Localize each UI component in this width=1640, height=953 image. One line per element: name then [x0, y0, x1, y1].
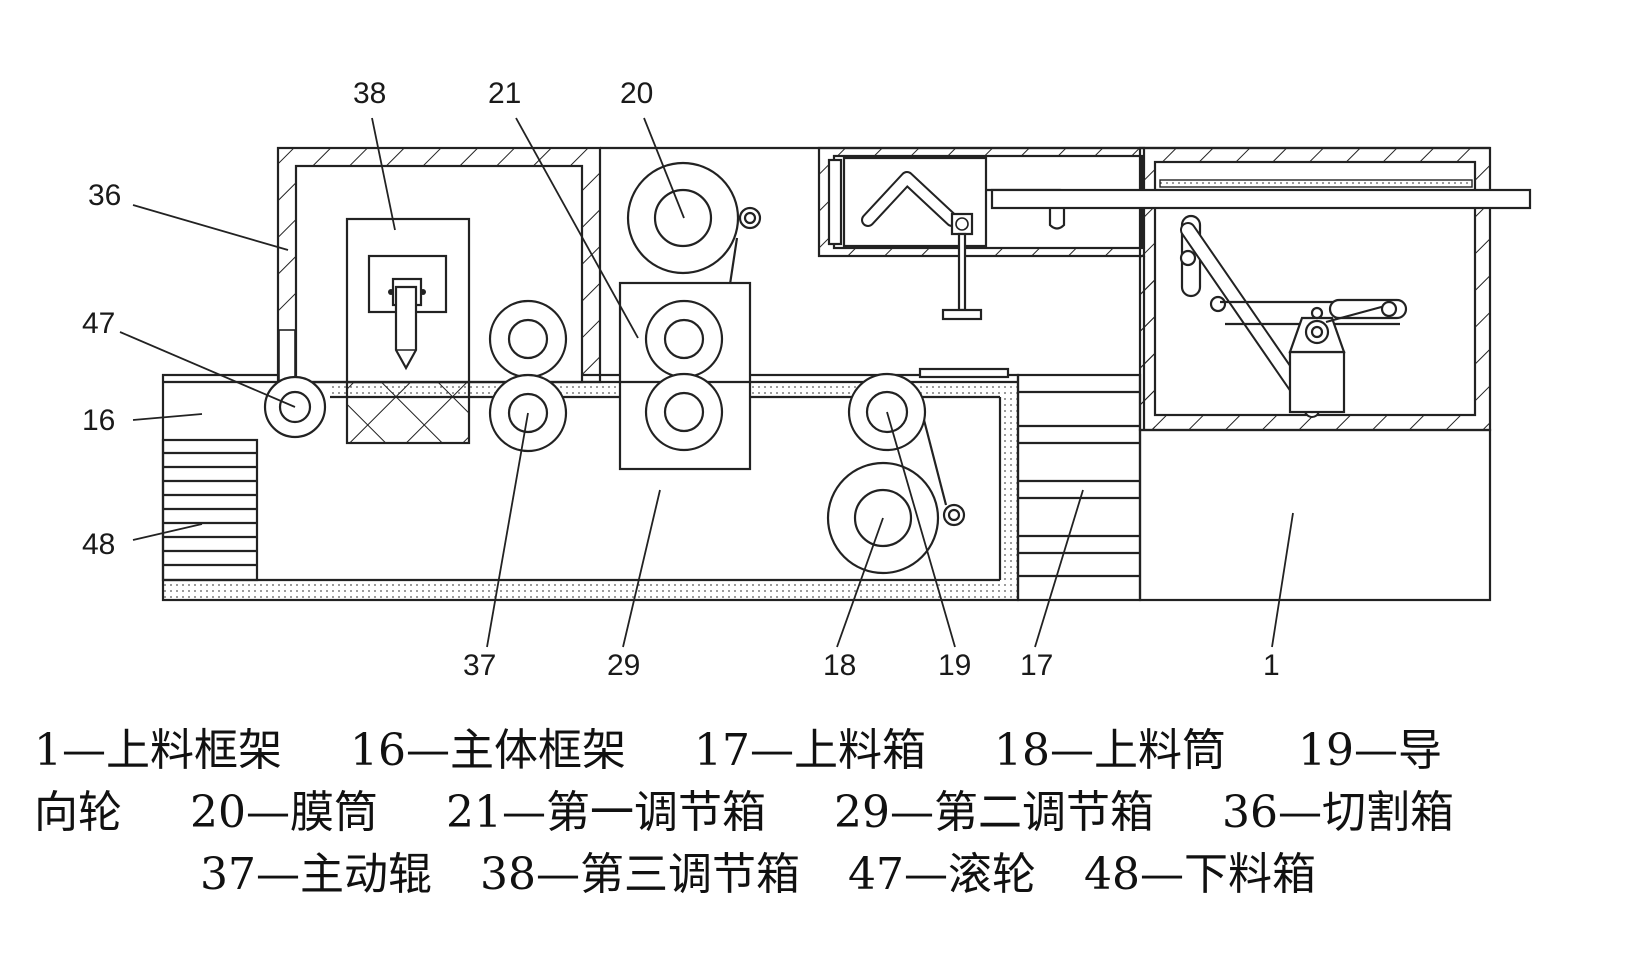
legend-item: 1—上料框架: [34, 725, 282, 776]
cutting-pad-outline: [345, 380, 471, 445]
callout-17: 17: [1020, 649, 1053, 682]
legend-item: 36—切割箱: [1222, 787, 1454, 838]
legend-item: 21—第一调节箱: [446, 787, 766, 838]
legend-row-3: 37—主动辊 38—第三调节箱 47—滚轮 48—下料箱: [200, 844, 1316, 906]
third-adjusting-box: [345, 217, 471, 384]
callout-47: 47: [82, 307, 115, 340]
callout-20: 20: [620, 77, 653, 110]
legend-item: 18—上料筒: [994, 725, 1226, 776]
callout-37: 37: [463, 649, 496, 682]
feeding-box: [918, 367, 1142, 602]
discharge-box: [161, 438, 259, 582]
legend-item: 向轮: [34, 787, 122, 838]
legend-item: 37—主动辊: [200, 849, 432, 900]
legend-item: 47—滚轮: [848, 849, 1036, 900]
legend-item: 16—主体框架: [350, 725, 626, 776]
callout-1: 1: [1263, 649, 1280, 682]
feeding-frame: [990, 146, 1532, 602]
cutting-pad: [347, 382, 469, 443]
second-adjusting-box: [618, 281, 752, 471]
first-adjusting-box: [817, 146, 1146, 321]
callout-21: 21: [488, 77, 521, 110]
callout-18: 18: [823, 649, 856, 682]
legend-item: 20—膜筒: [190, 787, 378, 838]
callout-38: 38: [353, 77, 386, 110]
callout-48: 48: [82, 528, 115, 561]
legend-item: 19—导: [1298, 725, 1442, 776]
machine-diagram: 38 21 20 36 47 16 48 37 29 18 19 17 1: [82, 77, 1532, 682]
callout-29: 29: [607, 649, 640, 682]
leader-lines: [119, 117, 1294, 648]
callout-19: 19: [938, 649, 971, 682]
legend-item: 48—下料箱: [1084, 849, 1316, 900]
legend-item: 38—第三调节箱: [480, 849, 800, 900]
legend-item: 17—上料箱: [694, 725, 926, 776]
callout-16: 16: [82, 404, 115, 437]
feed-roll: [826, 372, 966, 575]
legend-row-1: 1—上料框架 16—主体框架 17—上料箱 18—上料筒 19—导: [34, 720, 1442, 782]
legend-row-2: 向轮 20—膜筒 21—第一调节箱 29—第二调节箱 36—切割箱: [34, 782, 1454, 844]
callout-36: 36: [88, 179, 121, 212]
legend-item: 29—第二调节箱: [834, 787, 1154, 838]
